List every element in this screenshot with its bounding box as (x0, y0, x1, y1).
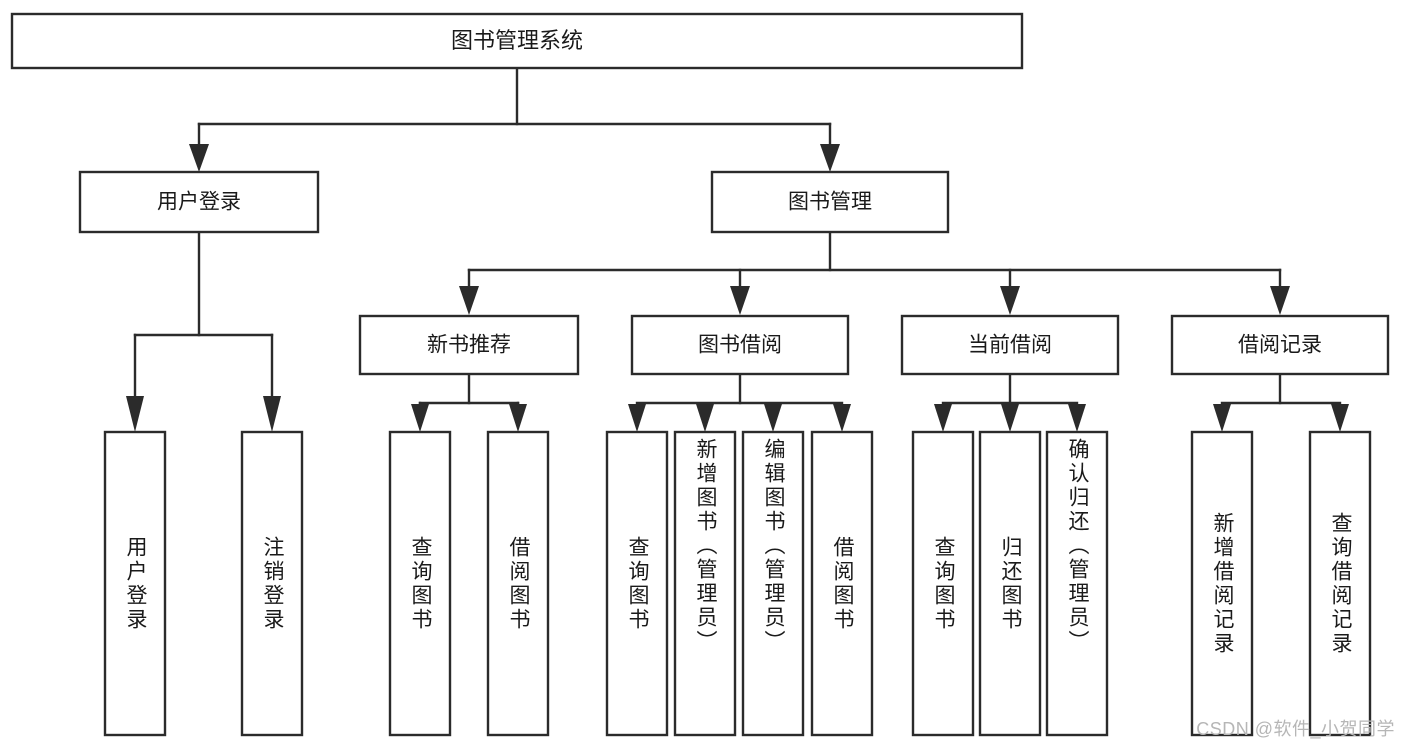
arrow-head-current-borrow (1000, 286, 1020, 315)
arrow-head-leaf-query-record (1331, 404, 1349, 432)
arrow-head-leaf-edit-book (764, 404, 782, 432)
node-current-borrow-label: 当前借阅 (968, 334, 1052, 357)
arrow-head-leaf-add-record (1213, 404, 1231, 432)
arrow-head-user-login (189, 144, 209, 172)
watermark-text: CSDN @软件_小贺同学 (1196, 719, 1395, 739)
leaf-box-confirm-return[interactable] (1045, 430, 1109, 737)
node-book-borrow-box[interactable] (630, 314, 850, 376)
leaf-box-query-record[interactable] (1308, 430, 1372, 737)
arrow-head-leaf-return-book (1001, 404, 1019, 432)
arrow-head-book-borrow (730, 286, 750, 315)
node-borrow-record[interactable]: 借阅记录 (1170, 314, 1390, 376)
node-book-borrow[interactable]: 图书借阅 (630, 314, 850, 376)
node-user-login[interactable]: 用户登录 (78, 170, 320, 234)
node-root-box[interactable] (10, 12, 1024, 70)
leaf-box-borrow-book-2[interactable] (810, 430, 874, 737)
arrow-head-borrow-record (1270, 286, 1290, 315)
node-book-management-label: 图书管理 (788, 191, 872, 214)
arrow-head-leaf-borrow-book-1 (509, 404, 527, 432)
arrow-head-book-management (820, 144, 840, 172)
leaf-box-borrow-book-1[interactable] (486, 430, 550, 737)
arrow-head-leaf-confirm-return (1068, 404, 1086, 432)
node-current-borrow[interactable]: 当前借阅 (900, 314, 1120, 376)
leaf-box-query-book-3[interactable] (911, 430, 975, 737)
arrow-head-new-book-recommend (459, 286, 479, 315)
arrow-head-leaf-query-book-1 (411, 404, 429, 432)
leaf-box-return-book[interactable] (978, 430, 1042, 737)
leaf-box-query-book-2[interactable] (605, 430, 669, 737)
leaf-box-add-record[interactable] (1190, 430, 1254, 737)
node-new-book-recommend-box[interactable] (358, 314, 580, 376)
leaf-box-edit-book[interactable] (741, 430, 805, 737)
leaf-box-query-book-1[interactable] (388, 430, 452, 737)
node-user-login-box[interactable] (78, 170, 320, 234)
arrow-head-leaf-add-book (696, 404, 714, 432)
node-current-borrow-box[interactable] (900, 314, 1120, 376)
arrow-head-leaf-query-book-3 (934, 404, 952, 432)
node-root-label: 图书管理系统 (451, 28, 583, 53)
node-book-borrow-label: 图书借阅 (698, 334, 782, 357)
node-borrow-record-box[interactable] (1170, 314, 1390, 376)
leaf-box-add-book[interactable] (673, 430, 737, 737)
arrow-head-leaf-user-logout (263, 396, 281, 432)
leaf-box-user-login[interactable] (103, 430, 167, 737)
connector-layer (126, 66, 1349, 432)
arrow-head-leaf-borrow-book-2 (833, 404, 851, 432)
node-new-book-recommend[interactable]: 新书推荐 (358, 314, 580, 376)
node-borrow-record-label: 借阅记录 (1238, 334, 1322, 357)
node-root[interactable]: 图书管理系统 (10, 12, 1024, 70)
node-book-management-box[interactable] (710, 170, 950, 234)
leaf-box-user-logout[interactable] (240, 430, 304, 737)
node-user-login-label: 用户登录 (157, 191, 241, 214)
node-new-book-recommend-label: 新书推荐 (427, 334, 511, 357)
node-book-management[interactable]: 图书管理 (710, 170, 950, 234)
arrow-head-leaf-query-book-2 (628, 404, 646, 432)
arrow-head-leaf-user-login (126, 396, 144, 432)
